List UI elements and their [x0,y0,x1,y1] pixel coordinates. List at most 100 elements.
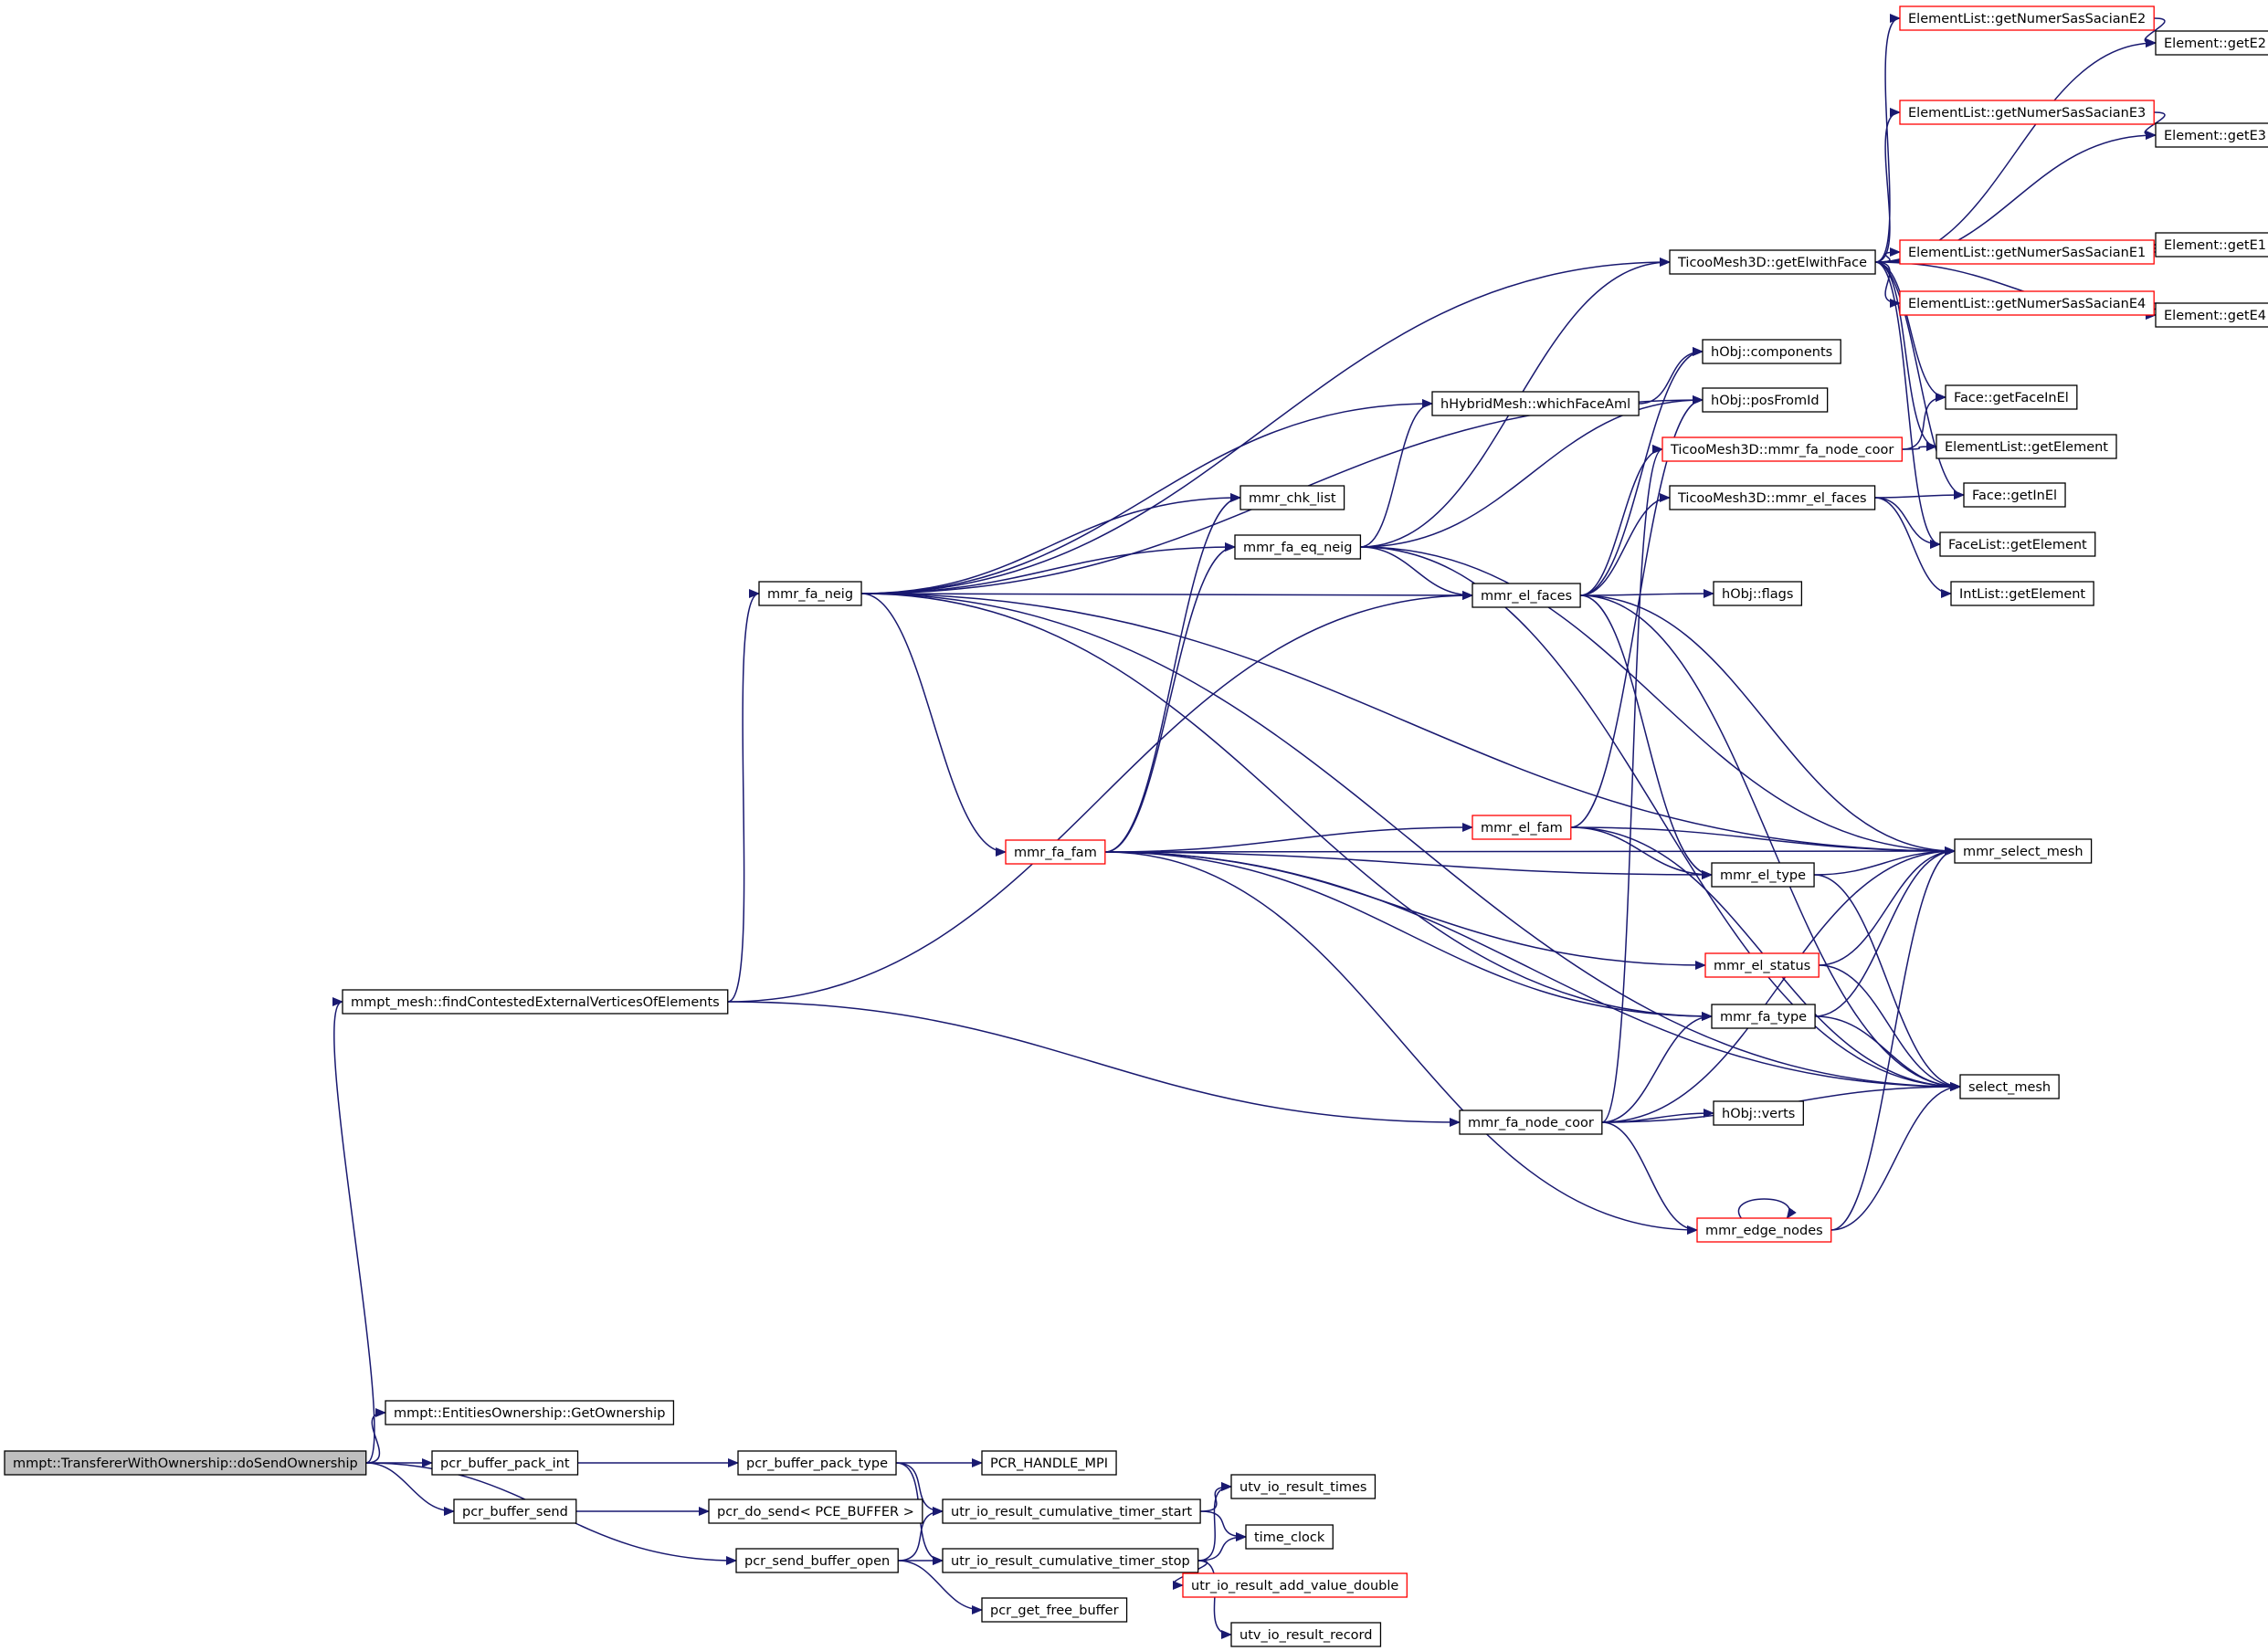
graph-node-getOwnership[interactable]: mmpt::EntitiesOwnership::GetOwnership [385,1400,675,1425]
graph-node-mmrFaType[interactable]: mmr_fa_type [1711,1004,1816,1029]
edge-getElwithFace-getInEl [1874,261,1965,500]
node-box [708,1499,923,1524]
graph-node-numE3[interactable]: ElementList::getNumerSasSacianE3 [1899,100,2155,125]
graph-node-numE4[interactable]: ElementList::getNumerSasSacianE4 [1899,290,2155,316]
edge-mmrFaFam-mmrSelect [1104,847,1956,857]
edge-getElwithFace-getE2 [1875,38,2157,263]
graph-node-mmrFaNodeCoor[interactable]: mmr_fa_node_coor [1459,1109,1603,1135]
graph-node-getE2[interactable]: Element::getE2 [2155,30,2268,56]
graph-node-verts[interactable]: hObj::verts [1713,1100,1804,1126]
graph-node-whichFace[interactable]: hHybridMesh::whichFaceAml [1431,391,1640,416]
node-box [385,1400,675,1425]
graph-node-ioTimes[interactable]: utv_io_result_times [1230,1474,1377,1499]
node-label: mmr_el_faces [1481,589,1572,604]
graph-node-getElwithFace[interactable]: TicooMesh3D::getElwithFace [1669,249,1876,275]
edge-getElwithFace-faceListGetElement [1874,261,1941,549]
node-box [1230,1622,1382,1647]
edge-mmrFaType-selectMesh [1815,1015,1961,1091]
edge-mmrElFam-mmrSelect [1570,826,1956,856]
graph-node-bufSend[interactable]: pcr_buffer_send [453,1499,577,1524]
node-box [1899,239,2155,265]
node-label: pcr_buffer_pack_int [440,1456,570,1471]
graph-node-sendBufOpen[interactable]: pcr_send_buffer_open [735,1548,899,1573]
edge-findContested-mmrElFaces [727,591,1473,1003]
graph-node-faceListGetElement[interactable]: FaceList::getElement [1939,531,2096,557]
graph-node-getE4[interactable]: Element::getE4 [2155,302,2268,328]
graph-node-findContested[interactable]: mmpt_mesh::findContestedExternalVertices… [342,989,729,1015]
graph-node-getE3[interactable]: Element::getE3 [2155,122,2268,148]
graph-node-edgeNodes[interactable]: mmr_edge_nodes [1696,1217,1832,1243]
node-label: mmpt::TransfererWithOwnership::doSendOwn… [13,1456,358,1471]
graph-node-flags[interactable]: hObj::flags [1713,581,1803,606]
graph-node-freeBuf[interactable]: pcr_get_free_buffer [981,1597,1128,1623]
graph-node-mmrFaNeig[interactable]: mmr_fa_neig [758,581,862,606]
graph-node-addValue[interactable]: utr_io_result_add_value_double [1182,1572,1408,1598]
edge-mmrFaEq-selectMesh [1360,546,1961,1091]
node-box [1702,387,1829,413]
edge-mmrFaNeig-mmrElFaces [861,590,1473,600]
node-box [1704,952,1820,978]
graph-node-timerStart[interactable]: utr_io_result_cumulative_timer_start [942,1499,1201,1524]
graph-node-mmrFaFam[interactable]: mmr_fa_fam [1005,839,1106,865]
node-box [1945,384,2078,410]
graph-node-packInt[interactable]: pcr_buffer_pack_int [431,1450,579,1476]
graph-node-posFromId[interactable]: hObj::posFromId [1702,387,1829,413]
node-label: mmr_fa_eq_neig [1243,541,1352,555]
edge-mmrElFam-posFromId [1570,395,1704,828]
graph-node-timerStop[interactable]: utr_io_result_cumulative_timer_stop [942,1548,1199,1573]
edge-mmrElFaces-mmrSelect [1580,594,1956,856]
edge-mmrElFaces-mmrElType [1580,594,1713,879]
graph-node-components[interactable]: hObj::components [1702,339,1841,364]
graph-node-elListGetElement[interactable]: ElementList::getElement [1936,434,2117,459]
graph-node-mmrElFam[interactable]: mmr_el_fam [1472,815,1572,840]
graph-node-getFaceInEl[interactable]: Face::getFaceInEl [1945,384,2078,410]
node-label: mmr_el_fam [1481,821,1563,836]
edge-edgeNodes-selectMesh [1830,1082,1961,1231]
graph-node-mmrElType[interactable]: mmr_el_type [1711,862,1815,888]
node-box [1899,5,2155,31]
graph-node-mmrElFaces[interactable]: mmr_el_faces [1472,583,1581,608]
node-box [1711,862,1815,888]
node-box [1459,1109,1603,1135]
graph-node-getInEl[interactable]: Face::getInEl [1963,482,2066,508]
graph-node-mmrElStatus[interactable]: mmr_el_status [1704,952,1820,978]
graph-node-mmrFaEq[interactable]: mmr_fa_eq_neig [1234,534,1362,560]
node-label: mmr_fa_node_coor [1468,1116,1594,1130]
edge-timerStart-timeClock [1200,1510,1247,1541]
edge-numE3-getE3 [2144,111,2166,140]
edge-root-findContested [332,997,375,1464]
graph-node-mmrChk[interactable]: mmr_chk_list [1239,485,1345,510]
node-label: Element::getE1 [2164,238,2266,253]
edge-root-getOwnership [365,1408,386,1464]
graph-node-doSend[interactable]: pcr_do_send< PCE_BUFFER > [708,1499,923,1524]
graph-node-packType[interactable]: pcr_buffer_pack_type [737,1450,897,1476]
node-box [1669,485,1876,510]
edge-mmrFaEq-posFromId [1360,395,1704,548]
graph-node-root[interactable]: mmpt::TransfererWithOwnership::doSendOwn… [4,1450,367,1476]
edge-getElwithFace-getFaceInEl [1874,261,1946,402]
edge-findContested-mmrFaNodeCoor [727,1001,1461,1127]
edge-mmrElFaces-components [1580,347,1704,596]
graph-node-tmElFaces[interactable]: TicooMesh3D::mmr_el_faces [1669,485,1876,510]
edge-mmrFaFam-selectMesh [1104,851,1961,1091]
graph-node-getE1[interactable]: Element::getE1 [2155,232,2268,258]
node-label: pcr_buffer_pack_type [746,1456,888,1471]
graph-node-numE1[interactable]: ElementList::getNumerSasSacianE1 [1899,239,2155,265]
graph-node-tmFaNodeCoor[interactable]: TicooMesh3D::mmr_fa_node_coor [1661,436,1903,462]
node-label: pcr_buffer_send [462,1505,568,1520]
edge-mmrFaNodeCoor-tmFaNodeCoor [1601,445,1663,1123]
node-box [1669,249,1876,275]
node-box [1472,815,1572,840]
graph-node-timeClock[interactable]: time_clock [1245,1524,1334,1550]
graph-node-pcrHandle[interactable]: PCR_HANDLE_MPI [981,1450,1117,1476]
edge-mmrFaNeig-mmrSelect [861,593,1956,856]
edge-tmElFaces-faceListGetElement [1874,497,1941,549]
edge-mmrElFaces-selectMesh [1580,594,1961,1091]
graph-node-ioRecord[interactable]: utv_io_result_record [1230,1622,1382,1647]
graph-node-intListGetElement[interactable]: IntList::getElement [1950,581,2094,606]
graph-node-mmrSelect[interactable]: mmr_select_mesh [1954,838,2093,864]
graph-node-selectMesh[interactable]: select_mesh [1959,1074,2060,1099]
graph-node-numE2[interactable]: ElementList::getNumerSasSacianE2 [1899,5,2155,31]
edge-mmrElFam-mmrElType [1570,826,1713,879]
